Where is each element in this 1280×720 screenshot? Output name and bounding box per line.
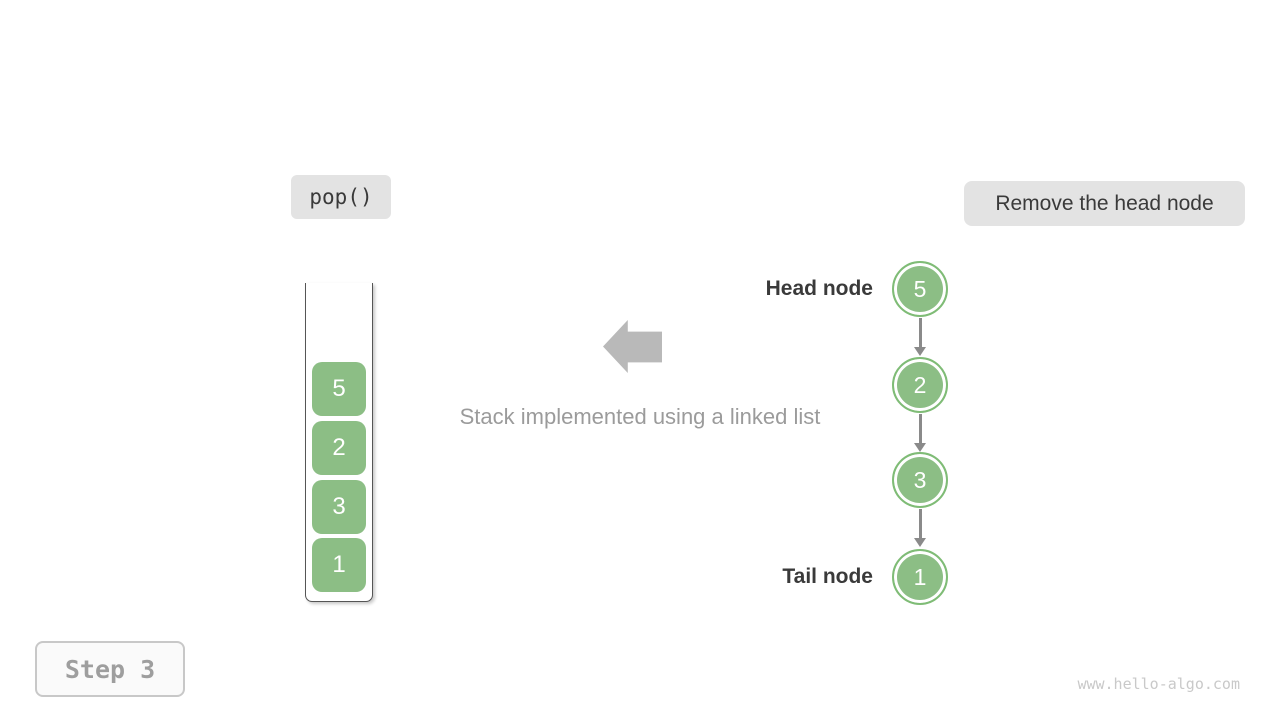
linked-list-node: 5 <box>892 261 948 317</box>
arrow-down-icon <box>914 414 926 452</box>
linked-list-node: 2 <box>892 357 948 413</box>
operation-label: pop() <box>291 175 391 219</box>
node-value: 3 <box>913 466 927 493</box>
connector-line <box>918 318 922 347</box>
watermark: www.hello-algo.com <box>1077 675 1240 693</box>
block-arrow-left-icon <box>603 320 662 373</box>
linked-list-node: 1 <box>892 549 948 605</box>
tail-node-label: Tail node <box>782 565 873 588</box>
linked-list-node: 3 <box>892 452 948 508</box>
step-badge: Step 3 <box>35 641 185 697</box>
connector-arrowhead <box>914 443 926 452</box>
stack-item: 2 <box>312 421 366 475</box>
node-value: 1 <box>913 563 927 590</box>
description-label: Remove the head node <box>964 181 1245 226</box>
connector-arrowhead <box>914 538 926 547</box>
caption-text: Stack implemented using a linked list <box>459 404 821 429</box>
connector-line <box>918 509 922 538</box>
connector-line <box>918 414 922 443</box>
connector-arrowhead <box>914 347 926 356</box>
stack-item: 3 <box>312 480 366 534</box>
head-node-label: Head node <box>765 277 873 300</box>
arrow-down-icon <box>914 509 926 547</box>
stack-item: 5 <box>312 362 366 416</box>
node-value: 5 <box>913 275 927 302</box>
node-value: 2 <box>913 371 927 398</box>
arrow-down-icon <box>914 318 926 356</box>
stack-item: 1 <box>312 538 366 592</box>
